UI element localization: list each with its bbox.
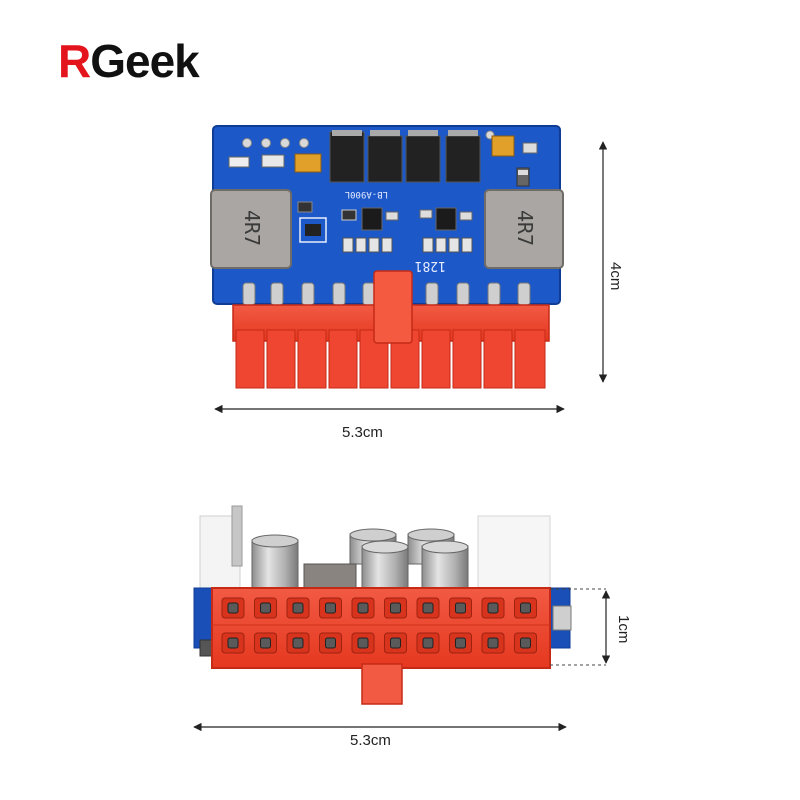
connector-pin-contact <box>520 602 531 614</box>
connector-pin-contact <box>357 637 369 649</box>
connector-pin-contact <box>227 602 239 614</box>
connector-pin-contact <box>325 637 336 649</box>
connector-pin-contact <box>292 637 304 649</box>
connector-pin-contact <box>260 602 271 614</box>
tantalum-capacitor-left <box>294 153 322 173</box>
inductor-left-label: 4R7 <box>240 210 264 246</box>
tantalum-capacitor-right <box>491 135 515 157</box>
electrolytic-capacitors <box>251 528 469 593</box>
connector-pin-contact <box>325 602 336 614</box>
controller-ic-right <box>435 207 457 231</box>
connector-pin-grid <box>221 597 537 654</box>
connector-pin-contact <box>260 637 271 649</box>
connector-pin-contact <box>390 602 401 614</box>
top-width-label: 5.3cm <box>342 424 383 441</box>
inductor-left: 4R7 <box>210 189 292 269</box>
connector-pin-contact <box>357 602 369 614</box>
front-view-module <box>193 505 572 705</box>
top-view-module: LB-A900L 4R7 4R7 1281 <box>210 125 564 389</box>
connector-pin-contact <box>422 637 434 649</box>
top-height-label: 4cm <box>607 262 624 291</box>
controller-ic-left <box>361 207 383 231</box>
atx-connector-top <box>232 270 550 389</box>
connector-pin-contact <box>487 602 499 614</box>
inductor-right-label: 4R7 <box>513 210 537 246</box>
connector-pin-contact <box>487 637 499 649</box>
connector-pin-contact <box>422 602 434 614</box>
brand-logo-rest: Geek <box>90 35 200 87</box>
connector-pin-contact <box>520 637 531 649</box>
board-model-text: LB-A900L <box>345 189 388 199</box>
connector-pin-contact <box>292 602 304 614</box>
board-date-code: 1281 <box>415 258 446 273</box>
pcb-vias <box>242 130 495 148</box>
front-width-label: 5.3cm <box>350 732 391 749</box>
connector-pin-contact <box>455 637 466 649</box>
front-height-label: 1cm <box>615 615 632 644</box>
connector-latch <box>373 270 413 344</box>
connector-pin-contact <box>455 602 466 614</box>
connector-latch-front <box>361 663 403 705</box>
solder-pins <box>242 282 531 306</box>
connector-pin-contact <box>227 637 239 649</box>
mosfet-chips <box>329 130 481 183</box>
connector-pin-contact <box>390 637 401 649</box>
brand-logo-first-letter: R <box>58 35 91 87</box>
inductor-right: 4R7 <box>484 189 564 269</box>
brand-logo: RGeek <box>58 35 200 87</box>
